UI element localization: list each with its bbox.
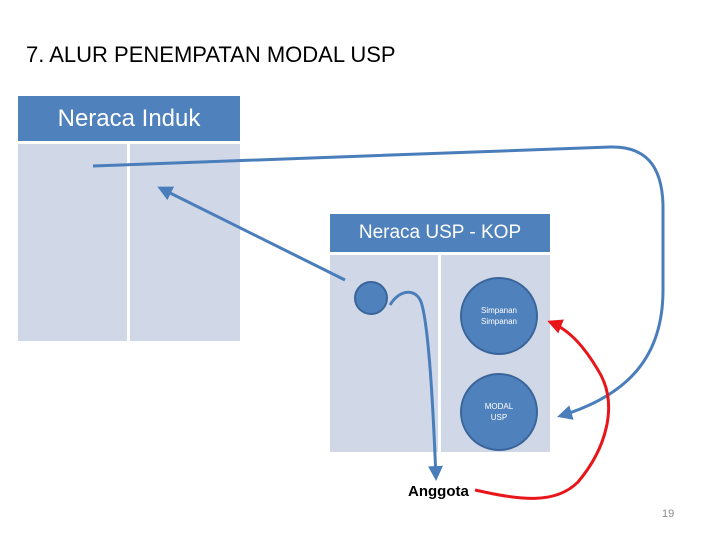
- page-number: 19: [662, 508, 675, 520]
- arrow-induk-to-modal-usp: [92, 145, 665, 420]
- modal-usp-circle: MODAL USP: [460, 373, 538, 451]
- neraca-induk-header: Neraca Induk: [18, 96, 240, 141]
- neraca-usp-header: Neraca USP - KOP: [330, 214, 550, 252]
- simpanan-circle: Simpanan Simpanan: [460, 277, 538, 355]
- fund-circle: [354, 281, 388, 315]
- arrow-usp-to-induk: [157, 186, 346, 282]
- modal-label-line2: USP: [490, 413, 508, 422]
- anggota-label: Anggota: [408, 483, 469, 500]
- neraca-induk-right-column: [130, 144, 240, 341]
- arrow-circle-to-anggota: [388, 290, 443, 481]
- simpanan-label-line1: Simpanan: [480, 306, 518, 315]
- simpanan-label-line2: Simpanan: [480, 317, 518, 326]
- slide-title: 7. ALUR PENEMPATAN MODAL USP: [26, 42, 396, 67]
- neraca-induk-left-column: [18, 144, 127, 341]
- arrow-anggota-to-simpanan: [474, 319, 611, 500]
- modal-label-line1: MODAL: [484, 402, 514, 411]
